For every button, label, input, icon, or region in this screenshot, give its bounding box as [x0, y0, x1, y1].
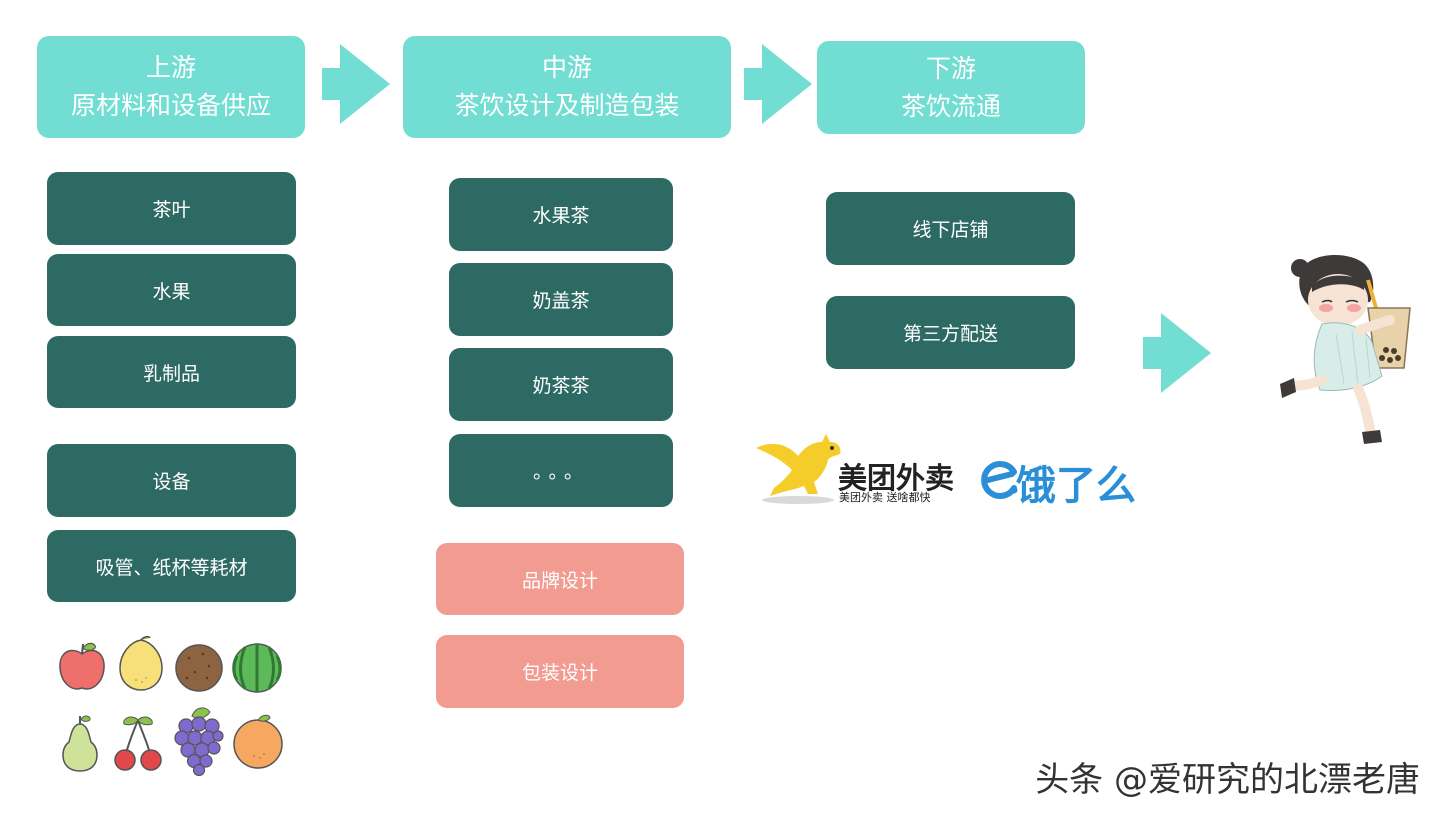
kiwi-icon [175, 644, 223, 692]
midstream-item-milk-tea: 奶茶茶 [449, 348, 673, 421]
eleme-logo-text: 饿了么 [1016, 463, 1136, 509]
upstream-item-consumables: 吸管、纸杯等耗材 [47, 530, 296, 602]
arrow-right-icon [744, 44, 812, 124]
stage-downstream-header: 下游 茶饮流通 [817, 41, 1085, 134]
stage-upstream-header: 上游 原材料和设备供应 [37, 36, 305, 138]
meituan-logo-slogan: 美团外卖 送啥都快 [839, 491, 931, 504]
cherry-icon [114, 716, 162, 771]
midstream-packaging-design: 包装设计 [436, 635, 684, 708]
pear-icon [62, 715, 98, 772]
watermark-text: 头条 @爱研究的北漂老唐 [1035, 760, 1420, 800]
midstream-item-fruit-tea: 水果茶 [449, 178, 673, 251]
eleme-e-logo-icon [981, 461, 1018, 499]
midstream-item-cheese-tea: 奶盖茶 [449, 263, 673, 336]
midstream-item-more: 。。。 [449, 434, 673, 507]
stage-midstream-subtitle: 茶饮设计及制造包装 [454, 91, 680, 120]
watermelon-icon [232, 643, 282, 693]
upstream-item-equipment: 设备 [47, 444, 296, 517]
apple-icon [59, 642, 105, 690]
downstream-item-delivery: 第三方配送 [826, 296, 1075, 369]
grape-icon [174, 707, 224, 776]
stage-upstream-subtitle: 原材料和设备供应 [70, 91, 271, 120]
meituan-logo-text: 美团外卖 [838, 461, 955, 495]
upstream-item-tea-leaves: 茶叶 [47, 172, 296, 245]
downstream-item-offline-stores: 线下店铺 [826, 192, 1075, 265]
lemon-icon [119, 636, 163, 691]
upstream-item-fruit: 水果 [47, 254, 296, 326]
arrow-right-icon [1143, 313, 1211, 393]
stage-downstream-title: 下游 [925, 53, 976, 83]
stage-downstream-subtitle: 茶饮流通 [900, 91, 1001, 121]
orange-icon [233, 714, 283, 769]
kangaroo-logo-icon [756, 434, 841, 504]
midstream-brand-design: 品牌设计 [436, 543, 684, 615]
girl-bubble-tea-illustration [1280, 255, 1411, 444]
stage-upstream-title: 上游 [145, 53, 196, 82]
arrow-right-icon [322, 44, 390, 124]
stage-midstream-header: 中游 茶饮设计及制造包装 [403, 36, 731, 138]
stage-midstream-title: 中游 [541, 53, 592, 82]
upstream-item-dairy: 乳制品 [47, 336, 296, 408]
